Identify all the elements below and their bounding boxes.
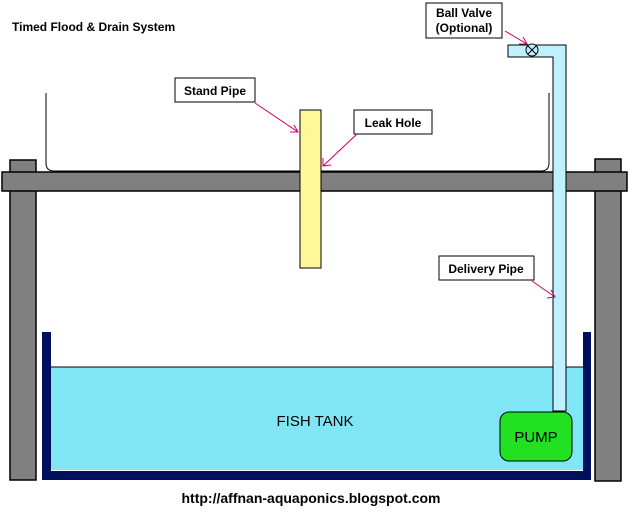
leak-hole-label: Leak Hole xyxy=(365,116,422,130)
stand-pipe-arrow xyxy=(254,102,299,133)
stand-right-leg xyxy=(594,158,622,482)
ball-valve-label-line1: Ball Valve xyxy=(436,6,492,20)
footer-url: http://affnan-aquaponics.blogspot.com xyxy=(182,490,441,506)
callout-delivery-pipe: Delivery Pipe xyxy=(438,255,556,299)
fish-tank-label: FISH TANK xyxy=(277,413,354,430)
grow-bed xyxy=(45,93,550,172)
delivery-pipe xyxy=(507,44,567,412)
delivery-pipe-label: Delivery Pipe xyxy=(448,262,524,276)
leak-hole-arrow xyxy=(322,133,358,167)
delivery-pipe-arrow xyxy=(531,280,556,298)
ball-valve-arrow xyxy=(504,30,528,45)
callout-ball-valve: Ball Valve (Optional) xyxy=(425,2,528,45)
ball-valve-label-line2: (Optional) xyxy=(436,21,493,35)
stand-pipe xyxy=(299,109,322,269)
stand-pipe-label: Stand Pipe xyxy=(184,84,246,98)
stand-left-leg xyxy=(9,159,37,481)
ball-valve-icon xyxy=(525,43,539,57)
callout-stand-pipe: Stand Pipe xyxy=(174,77,299,133)
tank-water xyxy=(51,367,583,470)
pump xyxy=(499,411,573,462)
callout-leak-hole: Leak Hole xyxy=(322,109,433,167)
pump-label: PUMP xyxy=(514,429,557,446)
diagram-title: Timed Flood & Drain System xyxy=(12,20,175,34)
